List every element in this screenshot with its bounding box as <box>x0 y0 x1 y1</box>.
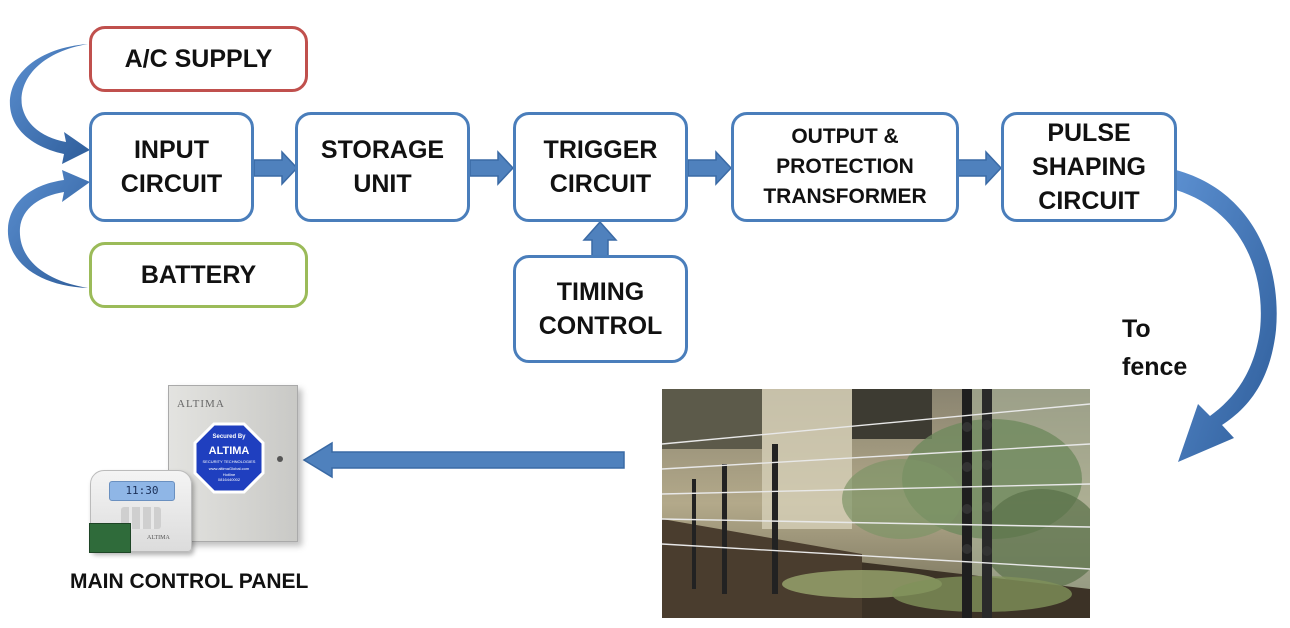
main-control-panel-image: ALTIMA Secured By ALTIMA SECURITY TECHNO… <box>85 385 305 555</box>
output-protection-label: OUTPUT & PROTECTION TRANSFORMER <box>763 125 927 208</box>
security-sticker: Secured By ALTIMA SECURITY TECHNOLOGIES … <box>193 422 265 494</box>
timing-control-label: TIMING CONTROL <box>538 278 663 340</box>
sticker-octagon-shape <box>193 422 265 494</box>
battery-label: BATTERY <box>140 261 257 289</box>
output-protection-block: OUTPUT & PROTECTION TRANSFORMER <box>731 112 959 222</box>
cabinet-brand: ALTIMA <box>177 398 225 410</box>
electric-fence-illustration <box>662 389 1090 618</box>
trigger-circuit-block: TRIGGER CIRCUIT <box>513 112 688 222</box>
battery-block: BATTERY <box>89 242 308 308</box>
curve-arrow-battery-to-input <box>7 170 90 288</box>
sticker-hotline-text: Hotline <box>222 472 236 477</box>
sticker-sub-text: SECURITY TECHNOLOGIES <box>202 459 256 464</box>
keypad-screen: 11:30 <box>109 481 175 501</box>
sticker-web-text: www.altimaGlobal.com <box>208 466 250 471</box>
electric-fence-photo <box>662 389 1090 618</box>
keypad-circuit-board <box>89 523 131 553</box>
keypad-brand: ALTIMA <box>147 535 170 541</box>
curve-arrow-ac-to-input <box>9 44 90 164</box>
arrow-input-to-storage <box>253 150 299 186</box>
storage-unit-block: STORAGE UNIT <box>295 112 470 222</box>
pulse-shaping-block: PULSE SHAPING CIRCUIT <box>1001 112 1177 222</box>
cabinet-lock-icon <box>277 456 283 462</box>
sticker-number-text: 0816440002 <box>217 477 241 482</box>
pulse-shaping-label: PULSE SHAPING CIRCUIT <box>1032 119 1146 215</box>
ac-supply-label: A/C SUPPLY <box>124 45 273 73</box>
arrow-output-to-pulse <box>957 150 1003 186</box>
to-fence-label: To fence <box>1122 315 1188 381</box>
arrow-fence-to-panel <box>302 441 625 479</box>
sticker-brand-text: ALTIMA <box>208 445 250 457</box>
main-control-panel-label: MAIN CONTROL PANEL <box>70 570 309 593</box>
keypad-device: 11:30 ALTIMA <box>89 470 192 553</box>
sticker-top-text: Secured By <box>212 434 246 440</box>
timing-control-block: TIMING CONTROL <box>513 255 688 363</box>
input-circuit-block: INPUT CIRCUIT <box>89 112 254 222</box>
arrow-timing-to-trigger <box>582 220 618 259</box>
storage-unit-label: STORAGE UNIT <box>320 136 445 198</box>
curve-arrow-pulse-to-fence <box>1176 170 1277 462</box>
keypad-time: 11:30 <box>125 484 159 497</box>
trigger-circuit-label: TRIGGER CIRCUIT <box>543 136 658 198</box>
arrow-trigger-to-output <box>687 150 733 186</box>
arrow-storage-to-trigger <box>469 150 515 186</box>
ac-supply-block: A/C SUPPLY <box>89 26 308 92</box>
input-circuit-label: INPUT CIRCUIT <box>120 136 223 198</box>
keypad-buttons <box>121 507 161 529</box>
